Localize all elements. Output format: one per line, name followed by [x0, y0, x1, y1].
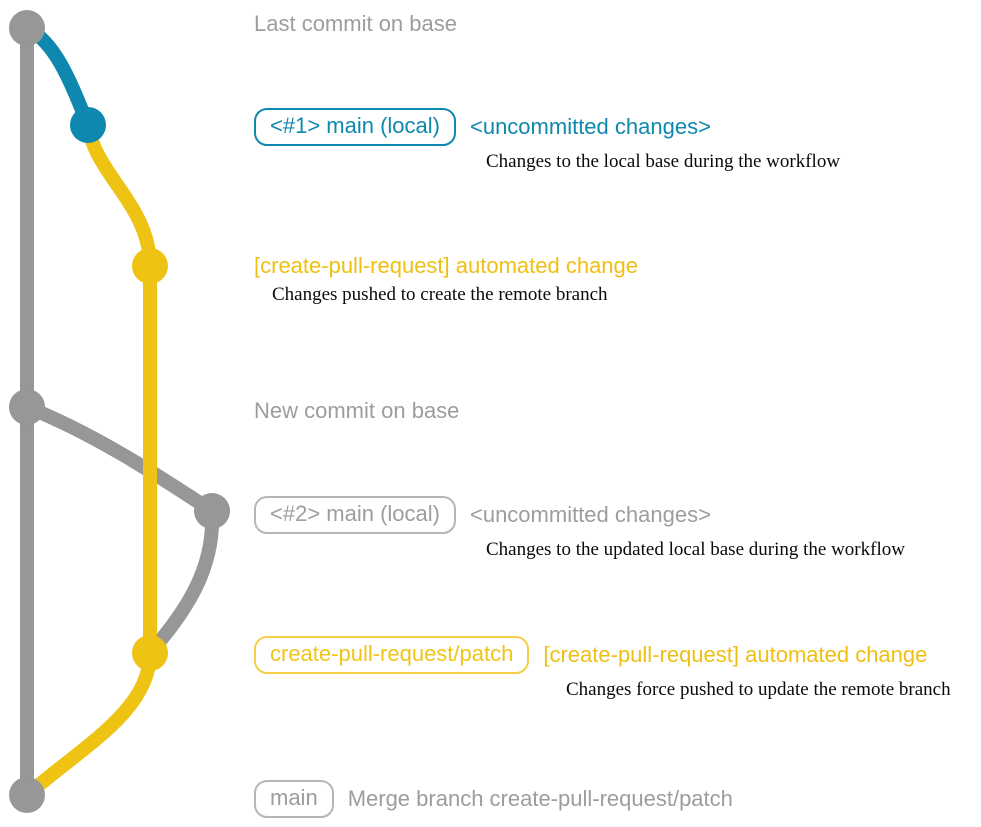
edge-local2-to-patch2	[143, 504, 220, 660]
edge-patch-branch	[81, 118, 157, 660]
graph-entry-patch-commit-2: create-pull-request/patch [create-pull-r…	[254, 636, 951, 701]
commit-title: <uncommitted changes>	[469, 502, 711, 527]
commit-title: <uncommitted changes>	[469, 114, 711, 139]
graph-entry-patch-commit-1: [create-pull-request] automated change C…	[254, 253, 638, 306]
entry-headline: main Merge branch create-pull-request/pa…	[254, 780, 733, 818]
branch-badge-main[interactable]: main	[254, 780, 334, 818]
commit-subtitle: Changes to the updated local base during…	[486, 539, 905, 560]
commit-node-patch-commit-1[interactable]	[132, 248, 168, 284]
graph-entry-local-commit-2: <#2> main (local) <uncommitted changes> …	[254, 496, 905, 561]
commit-subtitle: Changes force pushed to update the remot…	[566, 679, 951, 700]
commit-subtitle: Changes to the local base during the wor…	[486, 151, 841, 172]
entry-headline: create-pull-request/patch [create-pull-r…	[254, 636, 951, 674]
commit-node-patch-commit-2[interactable]	[132, 635, 168, 671]
entry-headline: [create-pull-request] automated change	[254, 253, 638, 279]
branch-badge-main-local-1[interactable]: <#1> main (local)	[254, 108, 456, 146]
commit-title: New commit on base	[254, 398, 460, 423]
commit-node-base-head[interactable]	[9, 10, 45, 46]
entry-headline: <#1> main (local) <uncommitted changes>	[254, 108, 840, 146]
commit-title: [create-pull-request] automated change	[254, 253, 639, 278]
entry-headline: <#2> main (local) <uncommitted changes>	[254, 496, 905, 534]
commit-title: Last commit on base	[254, 11, 457, 36]
entry-headline: New commit on base	[254, 398, 459, 424]
commit-node-local-commit-1[interactable]	[70, 107, 106, 143]
edge-base-to-local2	[20, 400, 219, 518]
commit-title: [create-pull-request] automated change	[543, 642, 928, 667]
commit-node-base-new-commit[interactable]	[9, 389, 45, 425]
branch-badge-create-pull-request-patch[interactable]: create-pull-request/patch	[254, 636, 530, 674]
commit-node-local-commit-2[interactable]	[194, 493, 230, 529]
commit-title: Merge branch create-pull-request/patch	[347, 786, 733, 811]
graph-entry-base-new-commit: New commit on base	[254, 398, 459, 424]
edge-patch2-to-merge	[20, 646, 157, 802]
graph-entry-last-commit-on-base: Last commit on base	[254, 11, 457, 37]
entry-headline: Last commit on base	[254, 11, 457, 37]
graph-entry-local-commit-1: <#1> main (local) <uncommitted changes> …	[254, 108, 840, 173]
commit-node-merge-commit[interactable]	[9, 777, 45, 813]
branch-badge-main-local-2[interactable]: <#2> main (local)	[254, 496, 456, 534]
commit-subtitle: Changes pushed to create the remote bran…	[272, 284, 608, 305]
graph-entry-merge-commit: main Merge branch create-pull-request/pa…	[254, 780, 733, 818]
